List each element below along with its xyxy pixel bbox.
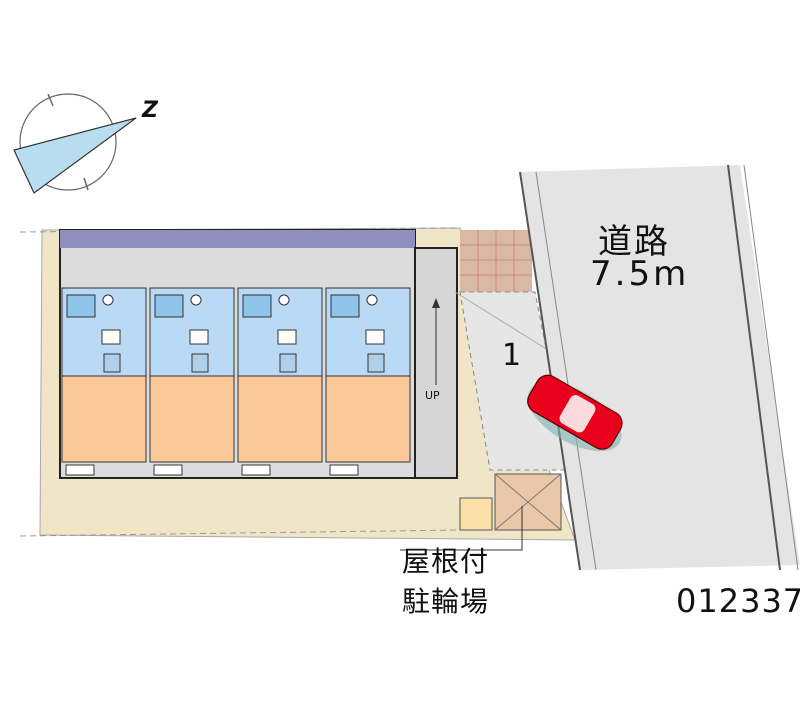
up-arrow-icon [432, 298, 440, 308]
bike-parking-label-line2: 駐輪場 [402, 585, 490, 618]
unit-104 [325, 287, 411, 476]
stairs-up-label: UP [425, 389, 440, 402]
road-width-label: 7.5m [590, 254, 690, 294]
compass-needle-icon [13, 117, 137, 194]
bike-label-leader [400, 506, 523, 551]
unit-102 [149, 287, 235, 476]
bike-parking-label-line1: 屋根付 [402, 545, 490, 578]
road-name-label: 道路 [598, 222, 670, 262]
gas-meter-box [459, 497, 493, 531]
parking-slot-number: 1 [502, 338, 522, 373]
unit-101 [61, 287, 147, 476]
car-icon [527, 374, 623, 452]
road [520, 165, 800, 570]
unit-103 [237, 287, 323, 476]
compass [13, 93, 137, 194]
compass-north-label: Z [142, 98, 158, 123]
property-code: 012337 [676, 582, 800, 620]
roof-strip [60, 230, 415, 248]
